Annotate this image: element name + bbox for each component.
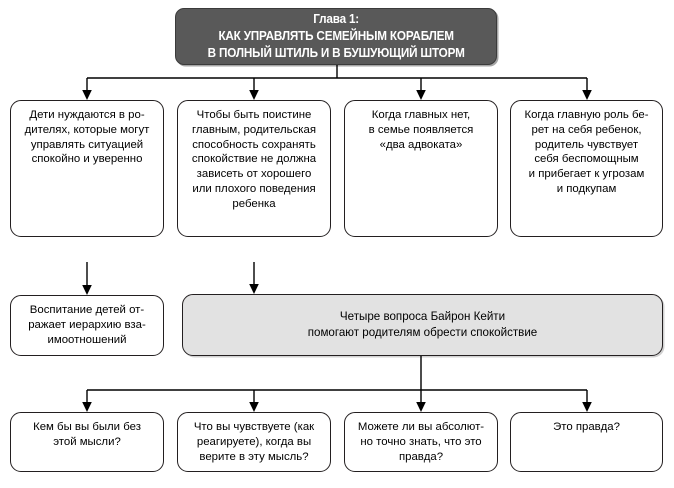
node-row1-item-3: Когда главных нет, в семье появляется «д… [344,100,498,237]
arrowhead-bottom-4 [582,402,592,412]
node-row3-question-4: Это правда? [510,412,663,472]
arrowhead-mid-left [82,285,92,295]
node-text: Это правда? [553,421,620,433]
arrowhead-top-1 [82,90,92,100]
node-text: Чтобы быть поистине главным, родительска… [191,109,317,210]
node-row3-question-3: Можете ли вы абсолют- но точно знать, чт… [344,412,498,472]
band-text: Четыре вопроса Байрон Кейти помогают род… [307,310,538,339]
arrowhead-bottom-2 [249,402,259,412]
node-text: Что вы чувствуете (как реагируете), когд… [193,421,315,463]
node-row2-hierarchy: Воспитание детей от- ражает иерархию вза… [10,295,164,356]
chapter-title-box: Глава 1: КАК УПРАВЛЯТЬ СЕМЕЙНЫМ КОРАБЛЕМ… [175,8,497,65]
node-row3-question-1: Кем бы вы были без этой мысли? [10,412,164,472]
arrowhead-top-3 [416,90,426,100]
node-text: Когда главную роль бе- рет на себя ребен… [524,109,649,196]
arrowhead-bottom-3 [416,402,426,412]
node-text: Можете ли вы абсолют- но точно знать, чт… [357,421,485,463]
chapter-title-text: Глава 1: КАК УПРАВЛЯТЬ СЕМЕЙНЫМ КОРАБЛЕМ… [207,12,465,60]
node-row2-four-questions-band: Четыре вопроса Байрон Кейти помогают род… [182,294,663,356]
node-row1-item-1: Дети нуждаются в ро- дителях, которые мо… [10,100,164,237]
node-text: Дети нуждаются в ро- дителях, которые мо… [24,109,150,166]
node-text: Воспитание детей от- ражает иерархию вза… [28,304,146,346]
arrowhead-mid-center [249,284,259,294]
node-row1-item-4: Когда главную роль бе- рет на себя ребен… [510,100,663,237]
node-text: Когда главных нет, в семье появляется «д… [368,109,474,151]
node-text: Кем бы вы были без этой мысли? [33,421,141,448]
arrowhead-top-4 [582,90,592,100]
node-row1-item-2: Чтобы быть поистине главным, родительска… [177,100,331,237]
arrowhead-bottom-1 [82,402,92,412]
arrowhead-top-2 [249,90,259,100]
node-row3-question-2: Что вы чувствуете (как реагируете), когд… [177,412,331,472]
